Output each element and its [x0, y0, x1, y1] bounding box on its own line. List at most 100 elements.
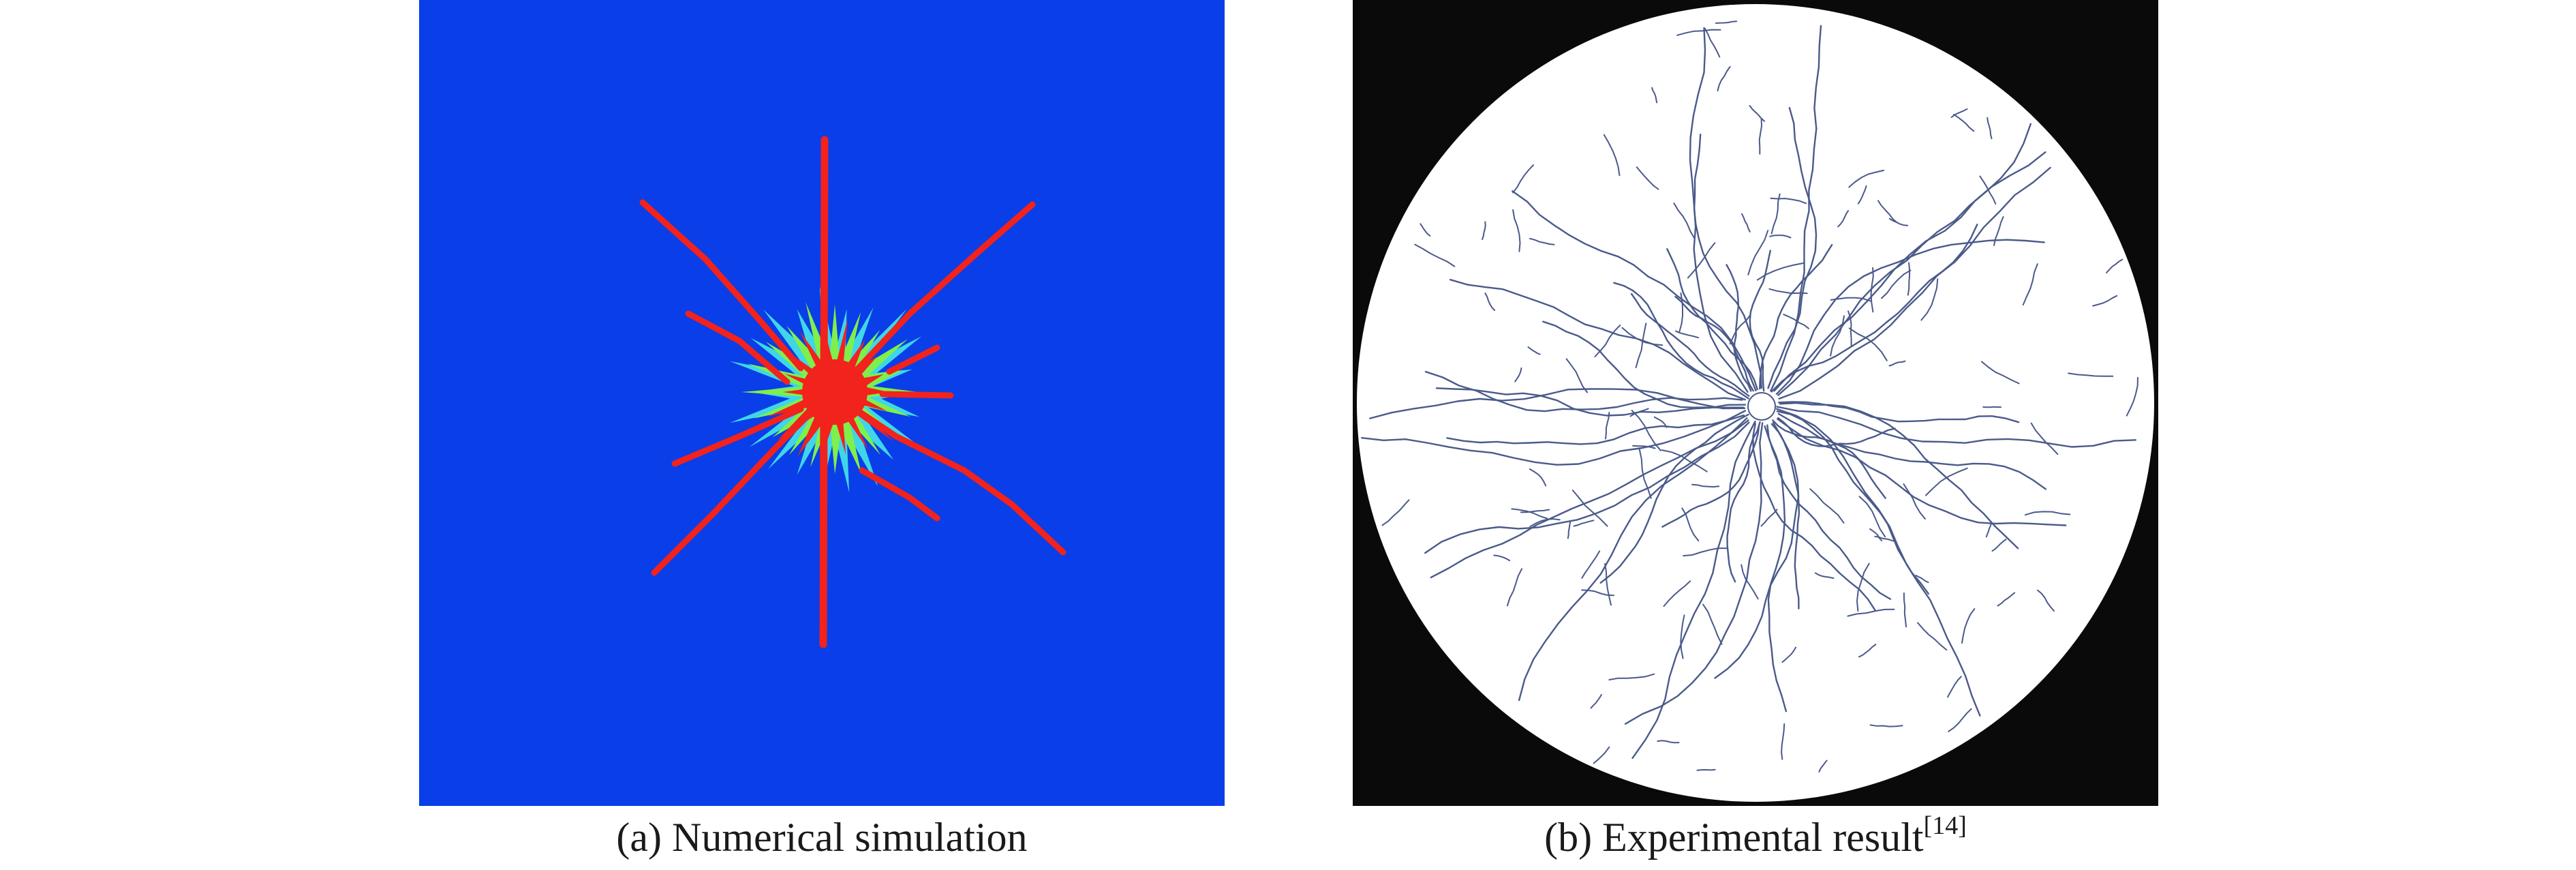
- simulation-crack: [859, 467, 940, 522]
- radial-crack: [1777, 418, 2067, 526]
- short-crack: [1781, 646, 1797, 663]
- short-crack: [1770, 197, 1807, 205]
- short-crack: [1632, 445, 1656, 449]
- short-crack: [1783, 314, 1809, 329]
- short-crack: [1856, 562, 1870, 612]
- short-crack: [1870, 267, 1874, 313]
- short-crack: [1381, 499, 1410, 526]
- short-crack: [1925, 467, 1968, 496]
- short-crack: [1680, 614, 1685, 659]
- radial-crack: [1674, 296, 1754, 392]
- short-crack: [1770, 193, 1781, 235]
- short-crack: [1950, 108, 1968, 118]
- short-crack: [2106, 258, 2123, 273]
- short-crack: [1830, 297, 1872, 302]
- short-crack: [2092, 295, 2118, 307]
- short-crack: [1581, 589, 1614, 597]
- experimental-crack-pattern: [1353, 0, 2158, 806]
- short-crack: [1903, 483, 1926, 520]
- radial-crack: [1778, 166, 2051, 400]
- radial-crack: [1424, 371, 1743, 412]
- short-crack: [1830, 315, 1845, 357]
- short-crack: [1590, 693, 1602, 709]
- simulation-crack-pattern: [419, 0, 1225, 806]
- radial-crack: [1770, 423, 1800, 610]
- radial-crack: [1767, 106, 1818, 389]
- radial-crack: [1775, 408, 1981, 717]
- short-crack: [1915, 575, 1929, 584]
- radial-crack: [1518, 417, 1748, 702]
- short-crack: [1869, 724, 1903, 728]
- short-crack: [1997, 592, 2016, 607]
- simulation-crack: [639, 199, 804, 372]
- short-crack: [1661, 449, 1708, 472]
- simulation-crack: [852, 406, 1067, 556]
- short-crack: [2022, 263, 2038, 306]
- short-crack: [1888, 360, 1906, 367]
- short-crack: [2068, 372, 2114, 377]
- short-crack: [1717, 66, 1731, 91]
- short-crack: [1888, 217, 1909, 226]
- short-crack: [1631, 409, 1661, 451]
- short-crack: [1881, 269, 1912, 299]
- caption-b-reference: [14]: [1923, 811, 1967, 840]
- short-crack: [1512, 164, 1534, 194]
- short-crack: [1674, 330, 1700, 339]
- radial-crack: [1752, 423, 1876, 612]
- short-crack: [1818, 760, 1828, 772]
- short-crack: [1729, 314, 1751, 345]
- radial-crack: [1599, 413, 1749, 584]
- simulation-crack: [685, 310, 791, 385]
- radial-crack: [1435, 387, 1747, 417]
- simulation-crack: [886, 344, 940, 375]
- short-crack: [1814, 572, 1835, 579]
- short-crack: [1961, 608, 1976, 644]
- short-crack: [1985, 522, 1992, 538]
- short-crack: [1979, 175, 1997, 205]
- short-crack: [1858, 496, 1886, 538]
- short-crack: [1702, 603, 1723, 645]
- short-crack: [1991, 539, 2007, 552]
- radial-crack: [1776, 406, 2137, 448]
- radial-crack: [1630, 292, 1750, 397]
- short-crack: [1987, 117, 1993, 140]
- short-crack: [1920, 278, 1939, 321]
- short-crack: [1917, 622, 1948, 651]
- simulation-crack: [879, 391, 954, 399]
- short-crack: [1869, 528, 1883, 541]
- short-crack: [1482, 221, 1486, 241]
- short-crack: [1953, 113, 1975, 132]
- short-crack: [1691, 483, 1720, 487]
- simulation-crack: [819, 136, 829, 648]
- radial-crack: [1666, 248, 1758, 391]
- short-crack: [1565, 358, 1589, 393]
- short-crack: [1608, 673, 1655, 680]
- short-crack: [1605, 412, 1610, 440]
- short-crack: [1529, 518, 1561, 528]
- short-crack: [1747, 230, 1769, 275]
- short-crack: [2024, 511, 2071, 516]
- short-crack: [1593, 746, 1610, 764]
- short-crack: [1414, 243, 1456, 267]
- radial-crack: [1449, 279, 1746, 401]
- radial-crack: [1777, 123, 2031, 396]
- short-crack: [1573, 520, 1595, 527]
- short-crack: [1715, 20, 1738, 24]
- short-crack: [1741, 564, 1759, 600]
- radial-crack: [1631, 420, 1756, 760]
- short-crack: [1657, 740, 1680, 744]
- simulation-crack: [852, 201, 1036, 375]
- short-crack: [1758, 118, 1762, 155]
- short-crack: [1529, 468, 1547, 487]
- radial-crack: [1776, 410, 1929, 595]
- caption-b-prefix: (b): [1544, 815, 1603, 860]
- short-crack: [1511, 508, 1548, 520]
- short-crack: [1982, 406, 2002, 408]
- short-crack: [1681, 507, 1700, 541]
- radial-crack: [1770, 25, 1822, 392]
- radial-crack: [1726, 421, 1761, 583]
- short-crack: [1529, 237, 1555, 245]
- caption-b: (b) Experimental result[14]: [1353, 810, 2158, 865]
- short-crack: [1847, 608, 1895, 617]
- caption-a-text: Numerical simulation: [672, 815, 1028, 860]
